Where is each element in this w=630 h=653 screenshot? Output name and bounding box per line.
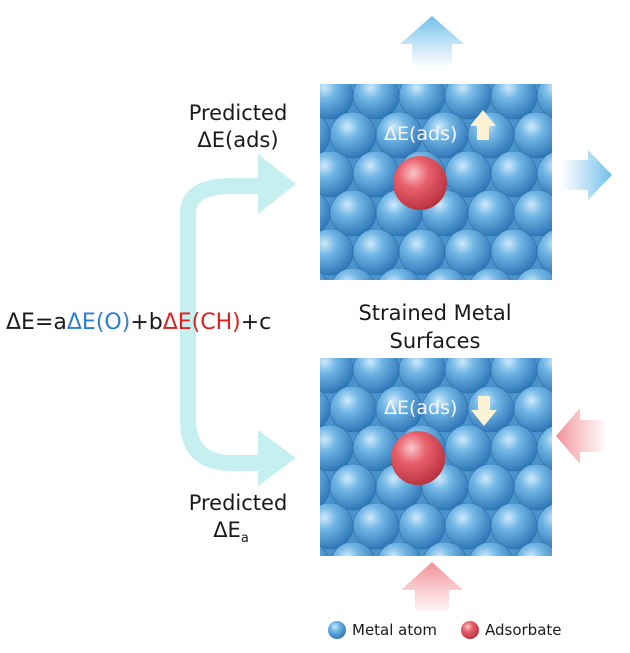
metal-atom xyxy=(377,541,421,556)
metal-atom xyxy=(536,84,552,118)
metal-atom xyxy=(423,541,467,556)
metal-atom xyxy=(490,502,538,550)
metal-atom xyxy=(329,463,377,511)
metal-atom xyxy=(444,228,492,276)
bottom-prediction-main: ΔE xyxy=(213,518,241,542)
top-prediction-label: Predicted ΔE(ads) xyxy=(168,100,308,154)
top-surface-label: ΔE(ads) xyxy=(384,123,457,145)
metal-atom xyxy=(513,463,552,511)
metal-atom xyxy=(329,111,377,159)
legend-adsorbate-label: Adsorbate xyxy=(485,621,562,639)
metal-atom xyxy=(320,84,354,120)
metal-atom xyxy=(261,229,307,275)
metal-atom xyxy=(470,267,512,280)
metal-atom xyxy=(352,84,400,120)
metal-atom xyxy=(444,502,492,550)
metal-atom xyxy=(536,504,552,548)
metal-atom-legend-icon xyxy=(328,621,346,639)
bottom-prediction-line1: Predicted xyxy=(188,491,288,515)
metal-atom xyxy=(398,228,446,276)
adsorbate-legend-icon xyxy=(461,621,479,639)
metal-atom xyxy=(536,426,552,470)
equation-term-ch: ΔE(CH) xyxy=(162,310,241,335)
metal-atom xyxy=(320,193,331,233)
flow-bracket xyxy=(180,154,296,486)
metal-atom xyxy=(332,267,374,280)
metal-atom xyxy=(536,152,552,196)
metal-atom xyxy=(490,150,538,198)
down-arrow-icon xyxy=(471,396,497,426)
metal-atom xyxy=(320,545,329,556)
metal-atom xyxy=(261,347,307,393)
top-prediction-line1: Predicted xyxy=(188,101,288,125)
metal-atom xyxy=(516,267,552,280)
metal-atom xyxy=(320,389,331,429)
metal-atom xyxy=(515,541,552,556)
surface-title-line2: Surfaces xyxy=(389,329,481,353)
metal-atom xyxy=(398,84,446,120)
metal-atom xyxy=(331,541,375,556)
flow-arrow-group xyxy=(180,154,296,486)
legend-metal-label: Metal atom xyxy=(352,621,438,639)
metal-atom xyxy=(536,230,552,274)
metal-atom xyxy=(320,150,354,198)
surface-title: Strained Metal Surfaces xyxy=(330,299,540,355)
bottom-surface-label: ΔE(ads) xyxy=(384,397,457,419)
metal-atom xyxy=(329,385,377,433)
metal-atom xyxy=(490,228,538,276)
metal-atom xyxy=(490,424,538,472)
metal-atom xyxy=(444,150,492,198)
tensile-up-arrow-icon xyxy=(400,16,464,66)
metal-atom xyxy=(467,111,515,159)
bottom-prediction-label: Predicted ΔEa xyxy=(168,490,308,552)
equation-term-oxygen: ΔE(O) xyxy=(66,310,131,335)
metal-atom xyxy=(444,424,492,472)
metal-atom xyxy=(513,189,552,237)
bottom-prediction-sub: a xyxy=(240,531,249,547)
metal-atom xyxy=(320,502,354,550)
metal-atom xyxy=(378,267,420,280)
metal-atom xyxy=(467,189,515,237)
compressive-up-arrow-icon xyxy=(401,562,463,610)
up-arrow-icon xyxy=(470,110,496,140)
bottom-prediction-line2: ΔEa xyxy=(168,517,308,552)
tensile-right-arrow-icon xyxy=(562,150,612,200)
metal-atom xyxy=(424,267,466,280)
metal-atom xyxy=(469,541,513,556)
metal-atom xyxy=(329,189,377,237)
equation-mid: +b xyxy=(130,310,163,335)
metal-atom xyxy=(490,84,538,120)
top-prediction-line2: ΔE(ads) xyxy=(197,128,279,152)
metal-atom xyxy=(352,502,400,550)
metal-atom xyxy=(467,385,515,433)
metal-atom xyxy=(536,358,552,392)
equation-lhs: ΔE=a xyxy=(6,310,67,335)
energy-equation: ΔE=aΔE(O)+bΔE(CH)+c xyxy=(6,310,271,335)
metal-atom xyxy=(513,385,552,433)
top-adsorbate xyxy=(393,156,447,210)
metal-atom xyxy=(467,463,515,511)
equation-rhs: +c xyxy=(240,310,272,335)
compressive-left-arrow-icon xyxy=(556,408,604,464)
surface-title-line1: Strained Metal xyxy=(358,301,512,325)
metal-atom xyxy=(320,228,354,276)
bottom-adsorbate xyxy=(391,431,445,485)
metal-atom xyxy=(398,502,446,550)
metal-atom xyxy=(320,424,354,472)
metal-atom xyxy=(513,111,552,159)
metal-atom xyxy=(320,271,328,280)
metal-atom xyxy=(352,150,400,198)
metal-atom xyxy=(352,228,400,276)
